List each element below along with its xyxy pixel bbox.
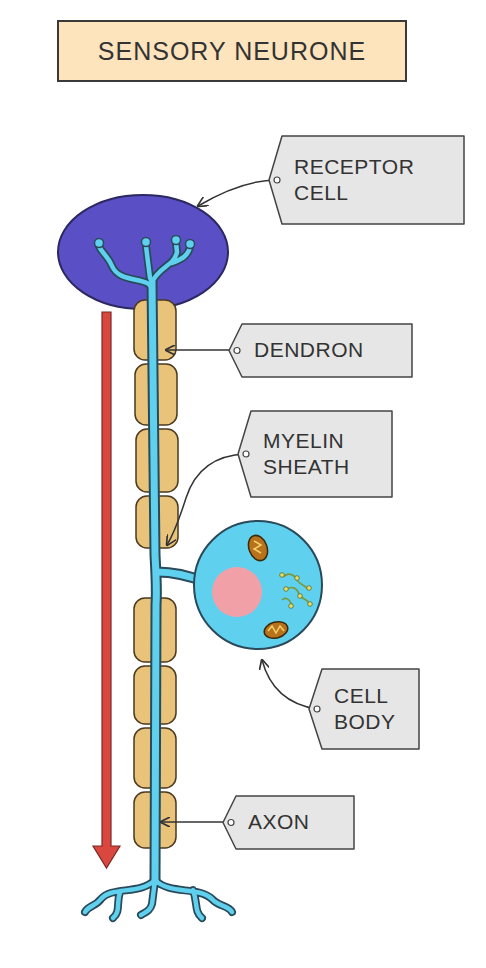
nucleus [212, 567, 262, 617]
tag-outline [268, 135, 465, 225]
tag-hole [314, 706, 320, 712]
dendrite-branch [99, 243, 190, 290]
title-box: SENSORY NEURONE [57, 20, 407, 82]
ribosome [280, 573, 285, 578]
diagram-title: SENSORY NEURONE [98, 37, 366, 66]
tag-outline [308, 668, 420, 750]
tag-shape [269, 136, 464, 224]
leader-line [198, 180, 277, 206]
part-label: RECEPTOR CELL [294, 154, 451, 207]
leader-line [167, 454, 246, 545]
dendrite-knob [172, 236, 181, 245]
dendrite-knob [186, 240, 195, 249]
callout-tag: CELL BODY [308, 668, 420, 750]
callout-tag: RECEPTOR CELL [268, 135, 465, 225]
part-label: AXON [248, 809, 310, 835]
mitochondrion-cristae [254, 541, 261, 553]
nerve-fibre [152, 282, 156, 882]
mitochondrion [245, 533, 271, 564]
callout-tag: AXON [222, 795, 355, 850]
dendrite-outline [99, 243, 190, 290]
tag-outline [237, 410, 393, 498]
dendrite-knob [95, 239, 104, 248]
mitochondrion-cristae [268, 626, 284, 633]
endoplasmic-reticulum [282, 574, 309, 605]
tag-shape [229, 324, 412, 377]
tag-shape [309, 669, 419, 749]
part-label: CELL BODY [334, 683, 406, 736]
axon-terminal [85, 880, 232, 918]
part-label: DENDRON [254, 337, 364, 363]
axon-terminal-outline [85, 880, 232, 918]
ribosome [298, 594, 303, 599]
fibre-outline [152, 282, 156, 882]
leader-line [262, 660, 317, 709]
tag-shape [238, 411, 392, 497]
part-label: MYELIN SHEATH [263, 428, 379, 481]
tag-hole [243, 451, 249, 457]
tag-hole [274, 177, 280, 183]
ribosome [308, 602, 313, 607]
callout-tag: MYELIN SHEATH [237, 410, 393, 498]
ribosome [295, 576, 300, 581]
tag-shape [223, 796, 354, 849]
receptor-cell [58, 195, 228, 309]
impulse-direction-arrow [93, 312, 120, 868]
dendrite-knob [142, 238, 151, 247]
leader-line [161, 821, 231, 823]
cell-body [194, 521, 322, 649]
callout-tag: DENDRON [228, 323, 413, 378]
ribosome [307, 586, 312, 591]
ribosome [289, 604, 294, 609]
tag-hole [234, 348, 240, 354]
leader-line [166, 349, 237, 351]
mitochondrion [262, 619, 289, 641]
ribosome [284, 587, 289, 592]
tag-hole [228, 820, 234, 826]
